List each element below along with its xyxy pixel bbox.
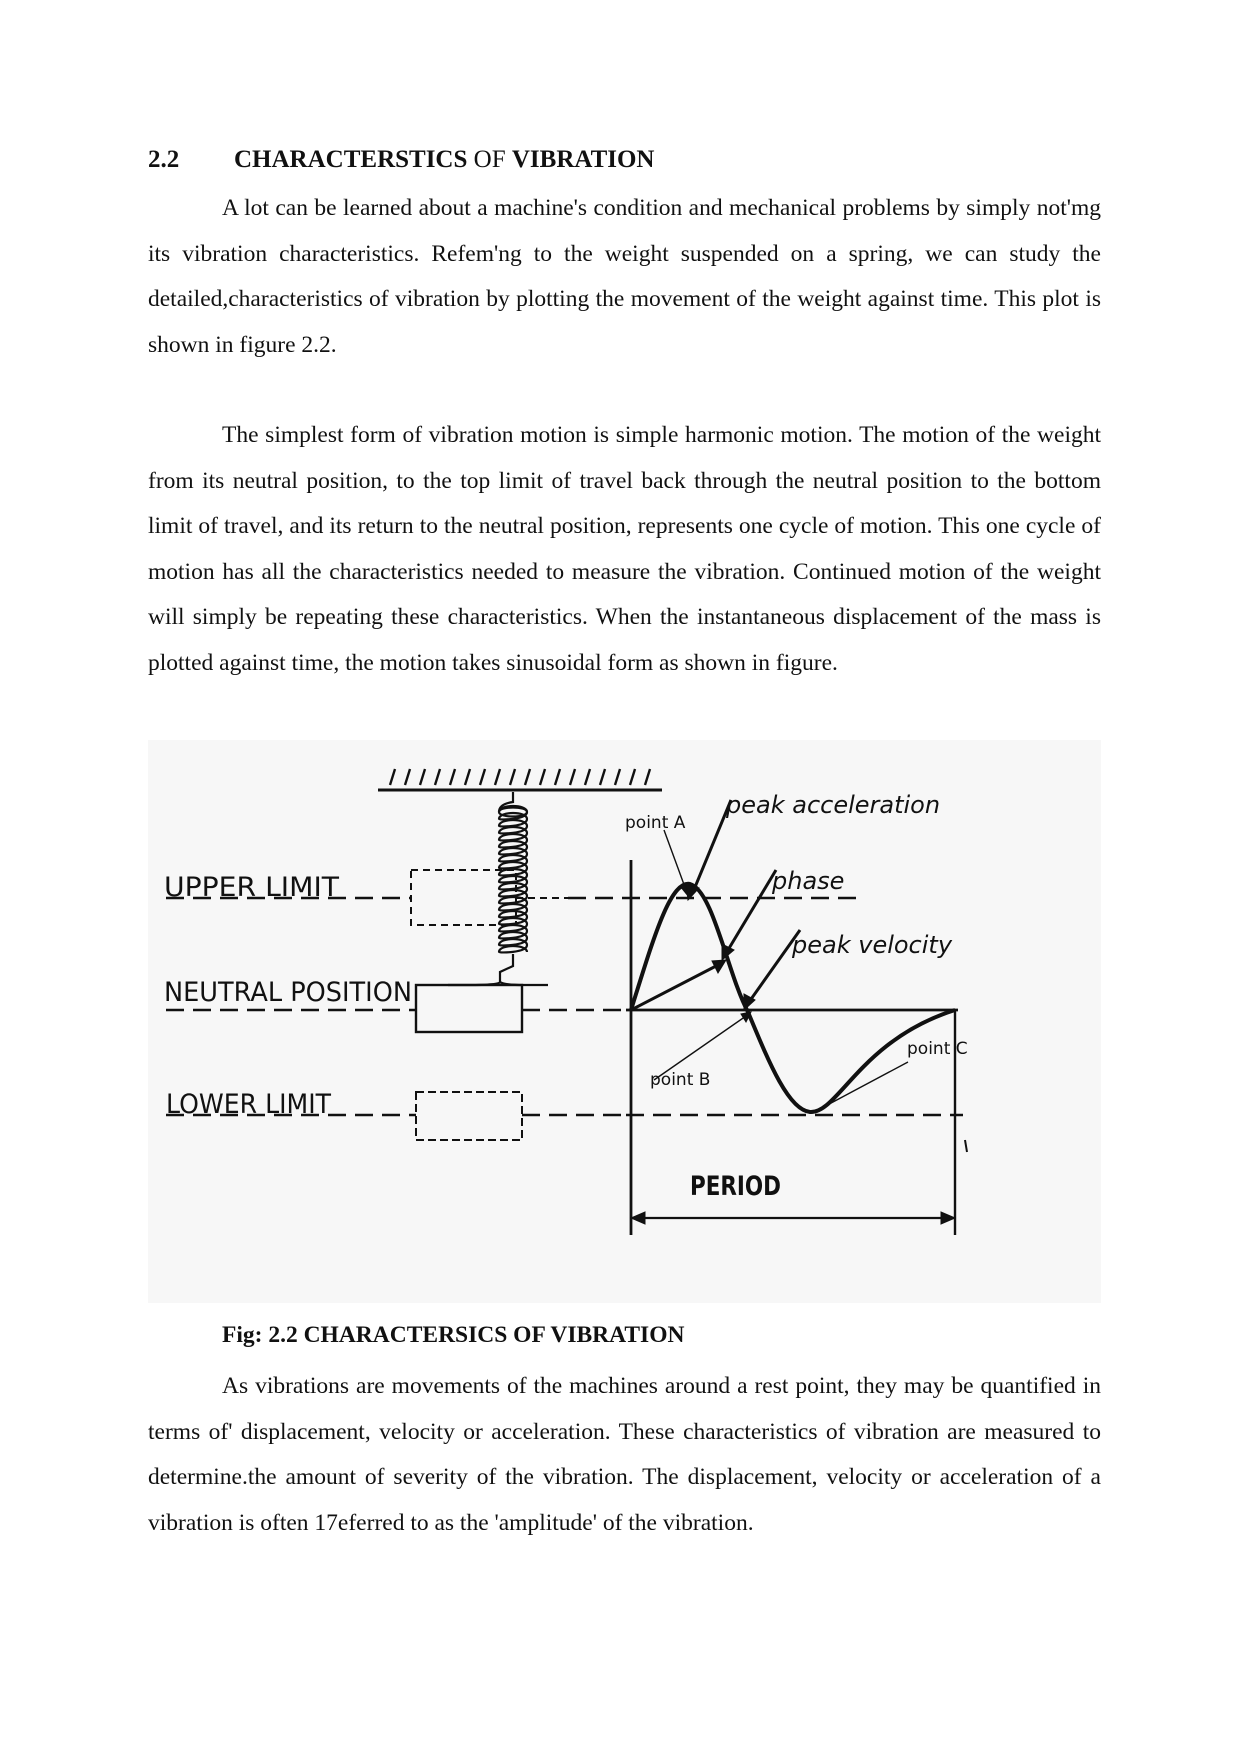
- point-a-label: point A: [625, 813, 686, 833]
- figure-caption: Fig: 2.2 CHARACTERSICS OF VIBRATION: [222, 1322, 685, 1348]
- period-label: PERIOD: [690, 1171, 781, 1202]
- section-title-part1: CHARACTERSTICS: [234, 146, 468, 173]
- section-number: 2.2: [148, 146, 180, 173]
- time-axes: [626, 860, 958, 1235]
- neutral-position-label: NEUTRAL POSITION: [164, 977, 412, 1008]
- section-title-part3: VIBRATION: [511, 146, 655, 173]
- reference-lines: [166, 896, 963, 1117]
- ceiling-support: [378, 768, 662, 792]
- vibration-figure: UPPER LIMIT NEUTRAL POSITION LOWER LIMIT…: [148, 740, 1101, 1303]
- peak-velocity-label: peak velocity: [791, 931, 953, 959]
- phase-label: phase: [771, 867, 844, 895]
- section-title-part2: OF: [473, 146, 506, 173]
- lower-limit-label: LOWER LIMIT: [166, 1089, 331, 1120]
- mass-neutral-position: [414, 983, 524, 1034]
- section-heading: 2.2 CHARACTERSTICS OF VIBRATION: [148, 143, 654, 177]
- spring: [448, 792, 548, 987]
- period-dimension: [629, 1139, 968, 1225]
- upper-limit-label: UPPER LIMIT: [164, 872, 340, 903]
- sine-wave: [629, 881, 956, 1115]
- pointer-lines: [630, 799, 909, 1111]
- peak-acceleration-label: peak acceleration: [725, 791, 940, 819]
- vibration-diagram: UPPER LIMIT NEUTRAL POSITION LOWER LIMIT…: [164, 768, 968, 1235]
- paragraph: A lot can be learned about a machine's c…: [148, 195, 1101, 358]
- mass-upper-position: [410, 869, 568, 926]
- paragraph: As vibrations are movements of the machi…: [148, 1373, 1101, 1536]
- paragraph: The simplest form of vibration motion is…: [148, 422, 1101, 676]
- mass-lower-position: [415, 1091, 523, 1141]
- point-b-label: point B: [650, 1070, 710, 1090]
- point-c-label: point C: [907, 1039, 968, 1059]
